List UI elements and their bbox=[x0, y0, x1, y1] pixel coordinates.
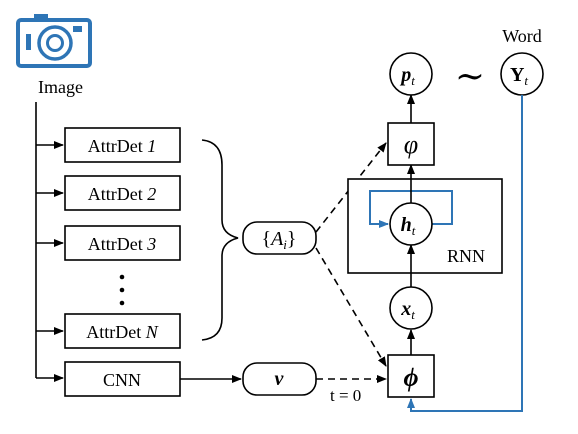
x-node: xt bbox=[389, 286, 433, 330]
attrdet-label-3: AttrDet 3 bbox=[88, 234, 156, 254]
attrdet-box-3: AttrDet 3 bbox=[64, 225, 181, 261]
p-label: pt bbox=[399, 64, 415, 88]
attrs-to-varphi-arrow bbox=[315, 142, 387, 233]
attrdet-box-1: AttrDet 1 bbox=[64, 127, 181, 163]
phi-box: ϕ bbox=[387, 354, 435, 398]
attrs-to-phi-arrow bbox=[315, 247, 387, 367]
attribute-set-label: {Ai} bbox=[261, 228, 296, 252]
v-node: v bbox=[242, 362, 317, 396]
attrdet-box-2: AttrDet 2 bbox=[64, 175, 181, 211]
p-node: pt bbox=[389, 52, 433, 96]
phi-label: ϕ bbox=[403, 363, 418, 392]
attrdet-brace bbox=[201, 139, 239, 341]
vertical-ellipsis bbox=[119, 274, 125, 306]
y-label: Yt bbox=[510, 64, 528, 88]
varphi-box: φ bbox=[387, 122, 435, 166]
v-label: v bbox=[275, 368, 285, 390]
time-zero-label: t = 0 bbox=[330, 386, 361, 405]
h-label: ht bbox=[401, 214, 416, 238]
tilde-symbol: ∼ bbox=[455, 56, 485, 96]
rnn-label: RNN bbox=[447, 246, 485, 266]
attribute-set-node: {Ai} bbox=[242, 221, 317, 255]
word-label: Word bbox=[502, 26, 542, 46]
cnn-box: CNN bbox=[64, 361, 181, 397]
varphi-label: φ bbox=[404, 130, 418, 159]
image-label: Image bbox=[38, 77, 83, 97]
cnn-label: CNN bbox=[103, 370, 141, 390]
image-trunk bbox=[35, 102, 64, 382]
attrdet-label-1: AttrDet 1 bbox=[88, 136, 156, 156]
attrdet-box-n: AttrDet N bbox=[64, 313, 181, 349]
camera-icon bbox=[16, 14, 92, 68]
attrdet-label-2: AttrDet 2 bbox=[88, 184, 156, 204]
x-label: xt bbox=[400, 298, 415, 322]
y-node: Yt bbox=[500, 52, 544, 96]
word-feedback-line bbox=[407, 95, 523, 412]
attrdet-label-n: AttrDet N bbox=[86, 322, 158, 342]
h-node: ht bbox=[389, 202, 433, 246]
